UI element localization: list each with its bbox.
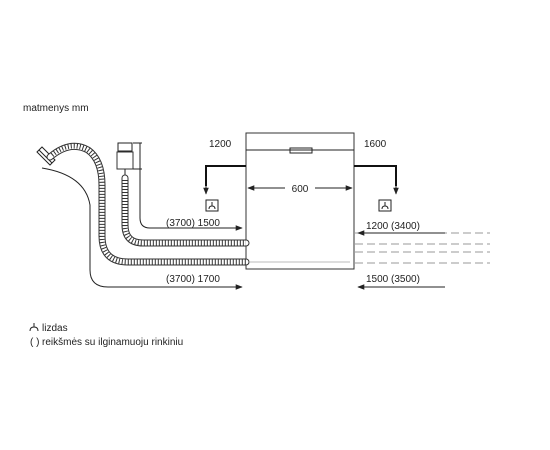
- left-inlet-label: 1200: [209, 139, 232, 150]
- right-inlet-dimension: 1600: [354, 139, 399, 195]
- units-label: matmenys mm: [23, 103, 89, 114]
- right-upper-dimension: 1200 (3400): [357, 221, 445, 236]
- width-dimension: 600: [247, 181, 353, 195]
- left-lower-label: (3700) 1700: [166, 274, 220, 285]
- drain-icon: [36, 146, 56, 166]
- left-upper-label: (3700) 1500: [166, 218, 220, 229]
- socket-icon: [378, 199, 392, 212]
- left-upper-dimension: (3700) 1500: [139, 169, 243, 231]
- legend: lizdas ( ) reikšmės su ilginamuoju rinki…: [29, 323, 183, 348]
- right-lower-dimension: 1500 (3500): [357, 274, 445, 290]
- legend-brackets-label: reikšmės su ilginamuoju rinkiniu: [42, 337, 183, 348]
- drain-hose: [46, 142, 250, 266]
- legend-socket-label: lizdas: [42, 323, 68, 334]
- right-inlet-label: 1600: [364, 139, 387, 150]
- dishwasher-body: [245, 132, 355, 270]
- floor-dashed-lines: [355, 232, 490, 264]
- legend-brackets-symbol: ( ): [30, 337, 39, 348]
- right-upper-label: 1200 (3400): [366, 221, 420, 232]
- left-inlet-dimension: 1200: [203, 139, 246, 195]
- width-dimension-label: 600: [292, 184, 309, 195]
- inlet-hose: [121, 174, 250, 247]
- socket-icon: [205, 199, 219, 212]
- faucet-icon: [116, 142, 142, 178]
- right-lower-label: 1500 (3500): [366, 274, 420, 285]
- socket-icon: [29, 323, 39, 332]
- left-lower-dimension: (3700) 1700: [41, 167, 243, 290]
